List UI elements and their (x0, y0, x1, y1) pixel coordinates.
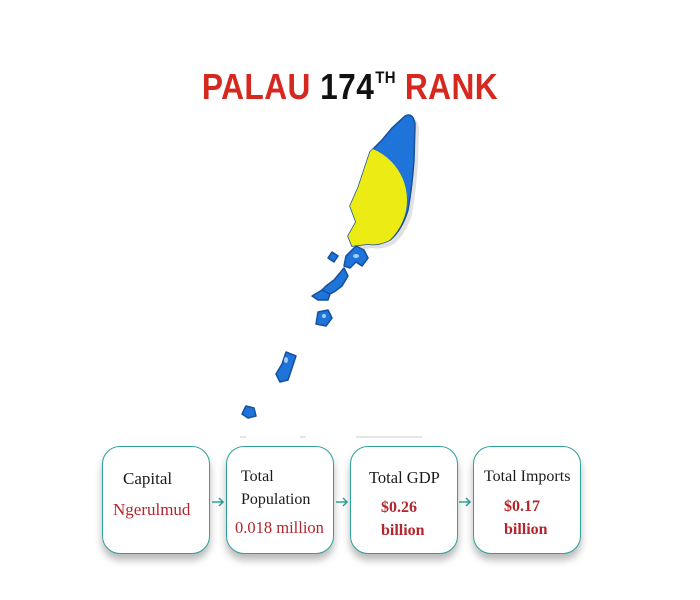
island-chain (241, 245, 369, 419)
population-label-line1: Total (241, 468, 274, 485)
capital-card: Capital Ngerulmud (102, 446, 210, 554)
island-highlights (284, 254, 359, 363)
rank-word: RANK (404, 66, 499, 107)
imports-label: Total Imports (484, 468, 571, 485)
capital-label: Capital (123, 469, 173, 488)
rank-number: 174 (320, 66, 375, 107)
faint-marks (240, 436, 422, 438)
population-label-line2: Population (241, 491, 311, 508)
gdp-value-line1: $0.26 (381, 499, 417, 516)
gdp-value-line2: billion (381, 522, 425, 539)
imports-value-line1: $0.17 (504, 498, 540, 515)
arrow-icon (336, 497, 349, 507)
palau-map-icon (240, 114, 422, 438)
island-main (347, 114, 416, 247)
gdp-label: Total GDP (369, 468, 440, 487)
arrow-icon (459, 497, 472, 507)
page-title: PALAU 174TH RANK (42, 56, 658, 109)
imports-value-line2: billion (504, 521, 548, 538)
country-name: PALAU (201, 66, 311, 107)
imports-card: Total Imports $0.17 billion (473, 446, 581, 554)
capital-value: Ngerulmud (113, 500, 191, 519)
rank-suffix: TH (375, 68, 397, 87)
gdp-card: Total GDP $0.26 billion (350, 446, 458, 554)
population-card: Total Population 0.018 million (226, 446, 334, 554)
arrow-icon (212, 497, 225, 507)
population-value: 0.018 million (235, 518, 324, 537)
